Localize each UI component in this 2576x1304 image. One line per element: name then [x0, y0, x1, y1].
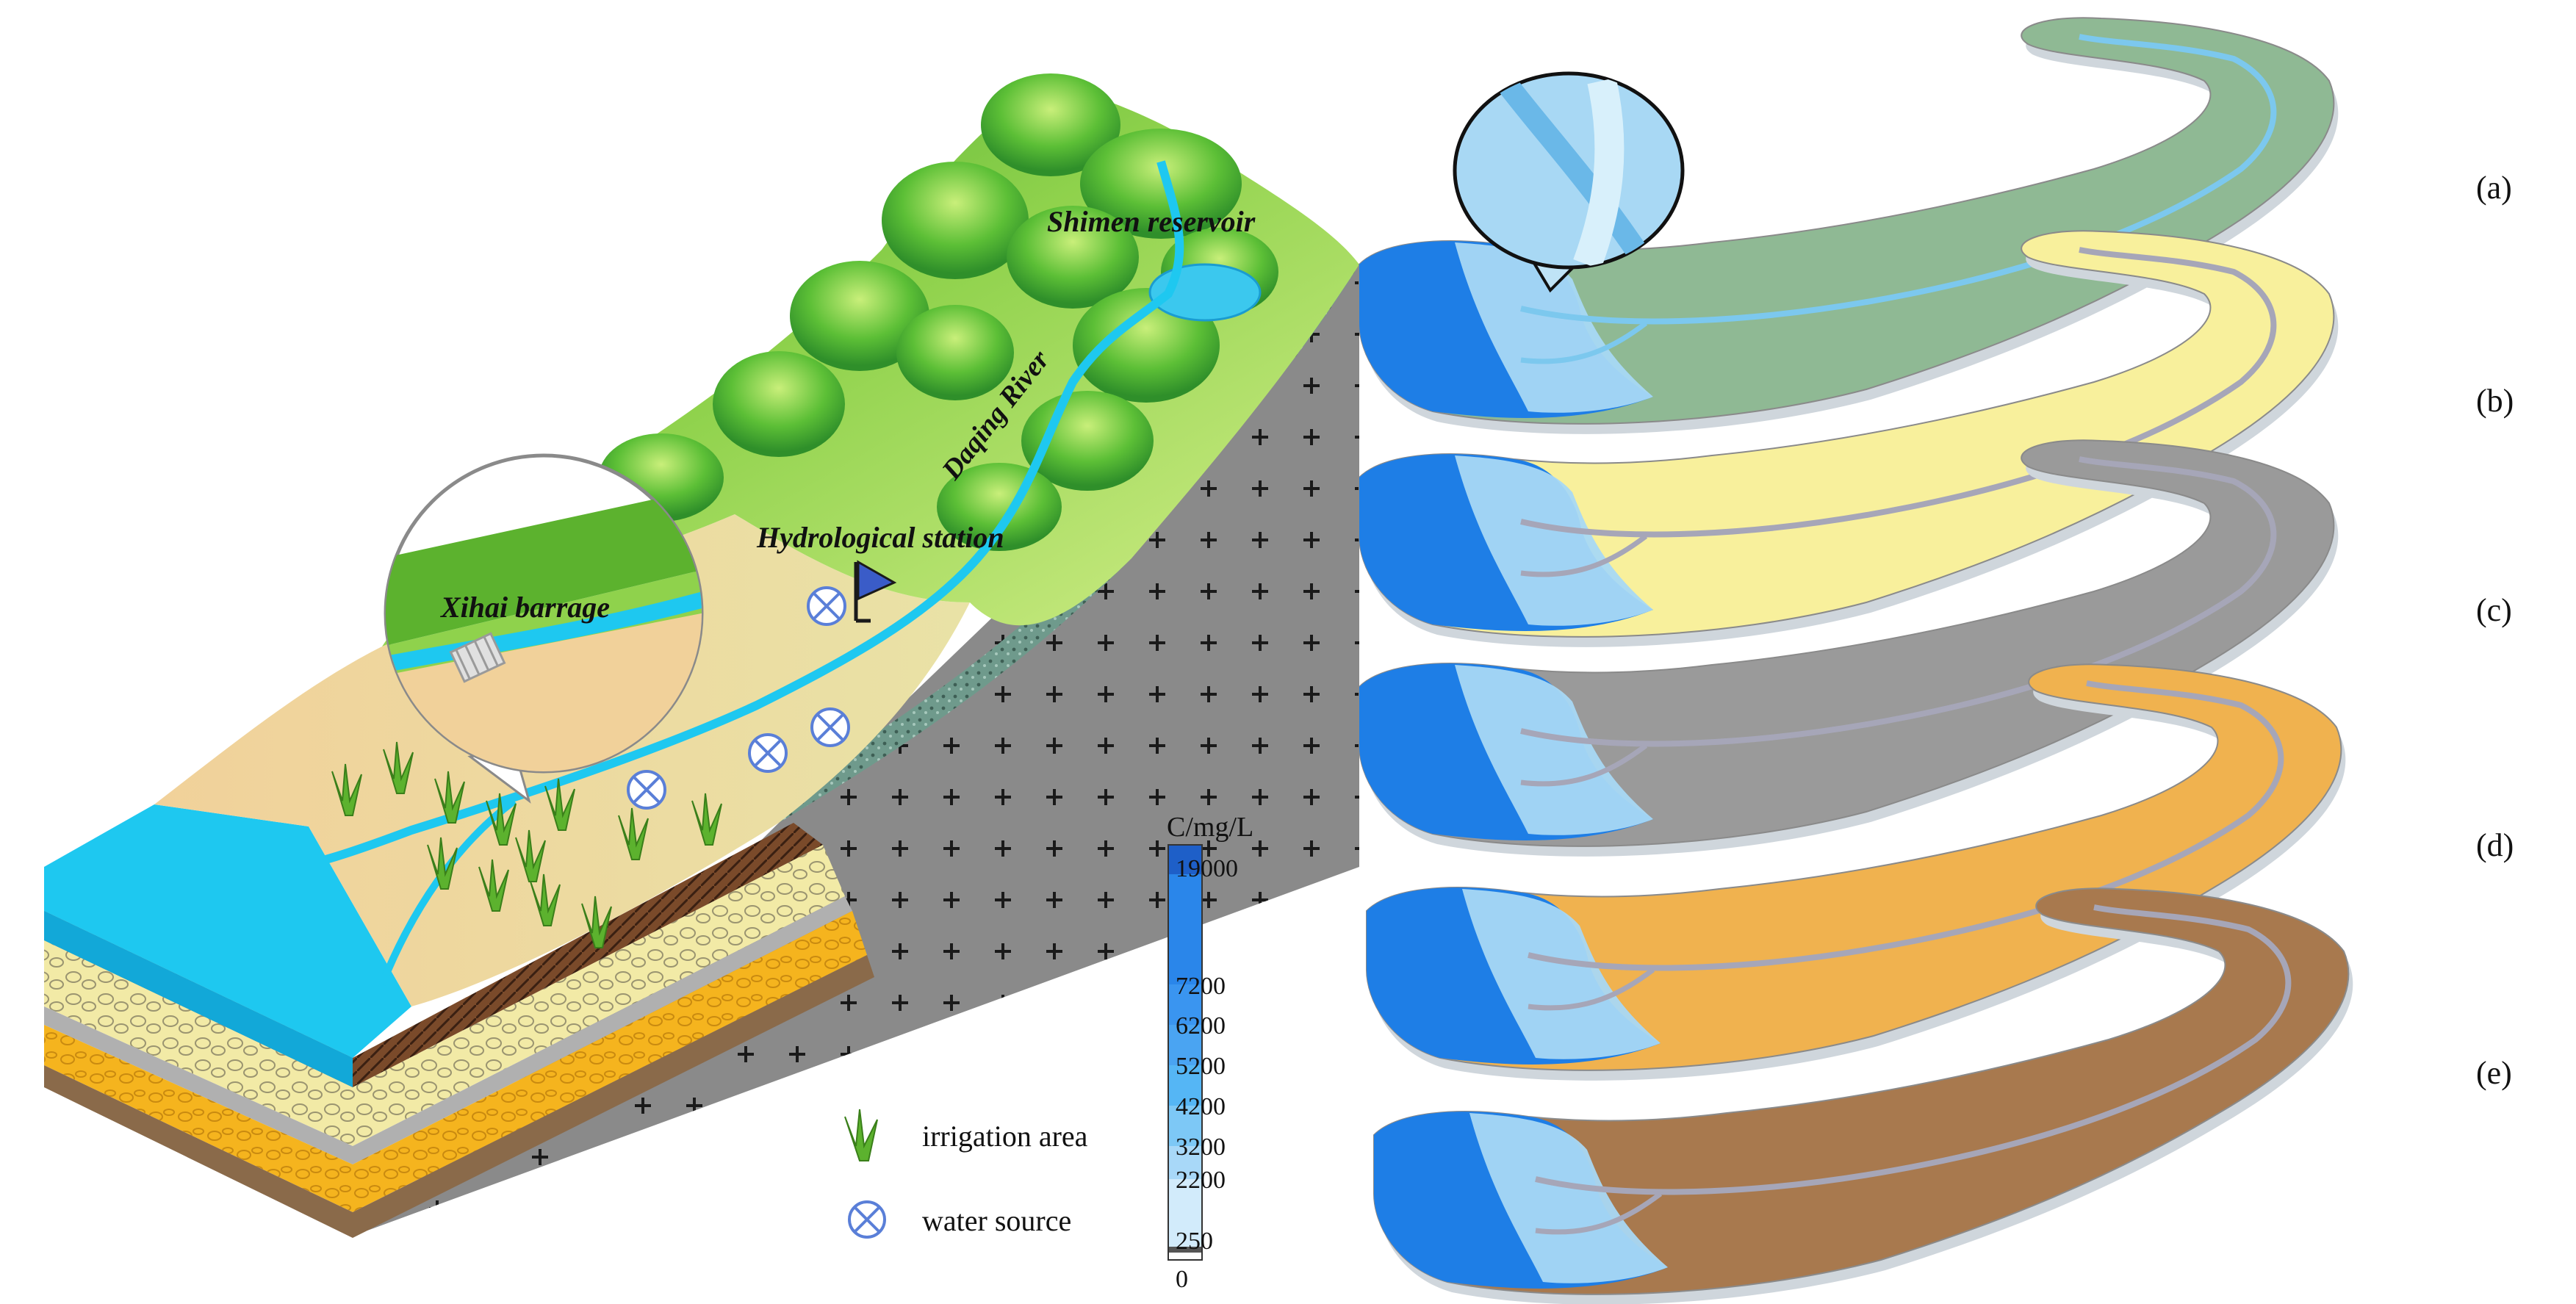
layer-gray [44, 896, 852, 1164]
water-source-legend-icon [848, 1200, 886, 1239]
grass-icon [691, 793, 722, 846]
panel-label-d: (d) [2476, 827, 2514, 863]
daqing-river [286, 160, 1184, 871]
sea-block-side [44, 911, 353, 1087]
flag-icon [854, 560, 897, 623]
panel-saline-zone-low [1455, 665, 1653, 835]
scenario-panel [1359, 230, 2339, 647]
panel-river-branch [1535, 1192, 1663, 1235]
colorbar-unit-label: C/mg/L [1167, 812, 1253, 843]
grass-icon [544, 778, 575, 831]
panel-label-a: (a) [2476, 170, 2512, 206]
colorbar-tick: 2200 [1176, 1167, 1226, 1194]
block-diagram: Shimen reservoir Daqing River Hydrologic… [44, 73, 1359, 1238]
colorbar-tick: 4200 [1176, 1093, 1226, 1120]
panel-saline-zone-low [1462, 889, 1661, 1059]
xihai-barrage-label: Xihai barrage [439, 591, 610, 624]
panel-river-branch [1528, 968, 1655, 1011]
panel-river-branch [1520, 534, 1648, 577]
layer-pebble [44, 845, 845, 1146]
water-source-icon [810, 707, 850, 747]
panel-saline-zone-low [1455, 242, 1653, 413]
scenario-panel [1366, 663, 2346, 1081]
panel-saline-zone-low [1455, 455, 1653, 626]
scenario-panel [1373, 887, 2353, 1304]
panel-river [1535, 904, 2292, 1195]
scenario-panel [1359, 439, 2339, 857]
sea-block-top [44, 804, 411, 1058]
irrigation-grass [331, 741, 722, 948]
barrage-gate-icon [449, 632, 506, 683]
layer-base [44, 955, 874, 1238]
panel-river [1520, 34, 2277, 325]
colorbar-tick: 5200 [1176, 1053, 1226, 1080]
colorbar-tick: 6200 [1176, 1012, 1226, 1040]
grass-icon [427, 837, 458, 890]
concentration-colorbar: C/mg/L 19000 7200 6200 5200 4200 3200 22… [1167, 812, 1253, 1293]
hills [599, 73, 1278, 551]
colorbar-tick: 250 [1176, 1228, 1213, 1255]
irrigation-legend-label: irrigation area [922, 1120, 1088, 1153]
water-source-icon [627, 770, 666, 810]
panel-river [1520, 456, 2277, 747]
grass-icon [331, 763, 362, 816]
legend: irrigation area water source [844, 1109, 1088, 1239]
panel-river [1528, 680, 2284, 971]
panel-label-b: (b) [2476, 383, 2514, 419]
water-source-icon [748, 733, 788, 773]
detail-callout-bubble [1453, 71, 1685, 293]
panel-river [1520, 247, 2277, 538]
scenario-panels [1359, 17, 2353, 1304]
hydrological-station-label: Hydrological station [756, 521, 1004, 554]
panel-label-c: (c) [2476, 592, 2512, 628]
panel-saline-zone-low [1469, 1113, 1668, 1283]
shimen-reservoir-label: Shimen reservoir [1047, 205, 1256, 238]
panel-river-branch [1520, 321, 1648, 364]
grass-icon [383, 741, 414, 794]
panel-labels: (a) (b) (c) (d) (e) [2476, 170, 2514, 1091]
water-source-icon [807, 586, 846, 626]
layer-orange [44, 911, 867, 1212]
grass-icon [434, 771, 465, 824]
xihai-barrage-callout [384, 453, 704, 804]
colorbar-tick: 19000 [1176, 855, 1238, 882]
panel-river-branch [1520, 743, 1648, 787]
scenario-panel [1359, 17, 2339, 434]
water-sources [627, 586, 850, 810]
grass-icon [486, 793, 517, 846]
irrigation-legend-icon [844, 1109, 878, 1161]
colorbar-ticks: 19000 7200 6200 5200 4200 3200 2200 250 … [1176, 855, 1238, 1293]
water-source-legend-label: water source [922, 1204, 1071, 1237]
colorbar-tick: 0 [1176, 1266, 1188, 1293]
colorbar-tick: 3200 [1176, 1134, 1226, 1161]
grass-icon [515, 829, 546, 882]
grass-icon [478, 859, 509, 912]
grass-icon [581, 896, 612, 948]
grass-icon [530, 873, 561, 926]
grass-icon [618, 807, 649, 860]
colorbar-tick: 7200 [1176, 973, 1226, 1000]
panel-label-e: (e) [2476, 1055, 2512, 1091]
